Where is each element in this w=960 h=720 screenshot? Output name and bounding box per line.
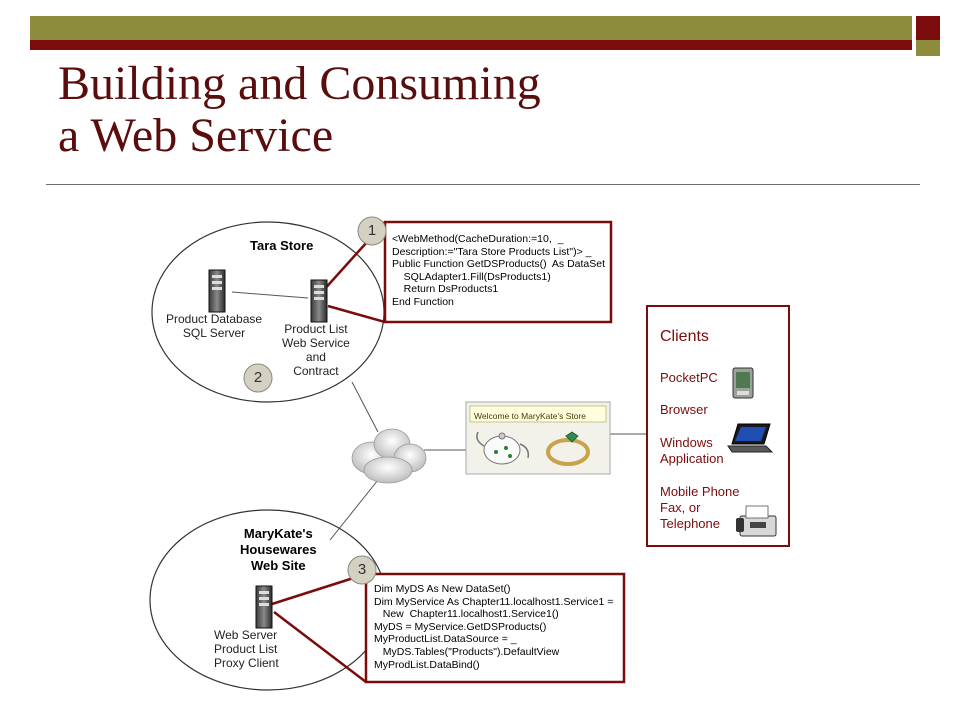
client-mobile-fax-telephone: Mobile Phone Fax, or Telephone bbox=[660, 484, 740, 532]
code-3-line-1: Dim MyDS As New DataSet() bbox=[374, 583, 511, 595]
slide-title-line-1: Building and Consuming bbox=[58, 57, 541, 110]
client-browser: Browser bbox=[660, 402, 708, 417]
network-connectors bbox=[231, 291, 646, 541]
step-badge-2-shape bbox=[243, 363, 273, 393]
callout-lines bbox=[271, 221, 386, 683]
code-3-line-5: MyProductList.DataSource = _ bbox=[374, 633, 517, 646]
code-1-line-3: Public Function GetDSProducts() As DataS… bbox=[392, 258, 606, 271]
web-service-label: Product List Web Service and Contract bbox=[282, 322, 350, 378]
code-1-line-5: Return DsProducts1 bbox=[392, 283, 499, 296]
clients-title: Clients bbox=[660, 328, 709, 345]
store-welcome-banner: Welcome to MaryKate's Store bbox=[474, 411, 587, 421]
laptop-icon bbox=[727, 423, 774, 453]
client-pocketpc: PocketPC bbox=[660, 370, 718, 385]
code-box-1: <WebMethod(CacheDuration:=10, _ Descript… bbox=[392, 233, 605, 309]
code-box-1-frame bbox=[383, 220, 613, 324]
step-badge-3-shape bbox=[347, 555, 377, 585]
callout-3-top bbox=[271, 572, 367, 606]
code-1-line-6: End Function bbox=[392, 295, 454, 308]
marykate-site-label-line-1: MaryKate's bbox=[243, 526, 313, 541]
code-1-line-2: Description:="Tara Store Products List")… bbox=[392, 245, 592, 258]
title-divider bbox=[46, 184, 920, 185]
code-3-line-6: MyDS.Tables("Products").DefaultView bbox=[374, 645, 560, 658]
client-windows-application: Windows Application bbox=[660, 435, 724, 467]
callout-1-bottom bbox=[327, 304, 386, 324]
tara-to-cloud-line bbox=[351, 381, 379, 433]
code-3-line-7: MyProdList.DataBind() bbox=[374, 658, 480, 671]
code-1-line-1: <WebMethod(CacheDuration:=10, _ bbox=[392, 233, 564, 245]
web-service-label-line-1: Product List bbox=[284, 322, 348, 336]
client-windows-line-2: Application bbox=[660, 451, 724, 466]
database-label-line-1: Product Database bbox=[166, 312, 263, 326]
db-to-service-line bbox=[231, 291, 309, 299]
corner-square-red bbox=[916, 16, 940, 40]
corner-square-olive bbox=[916, 40, 940, 56]
client-windows-line-1: Windows bbox=[660, 435, 713, 450]
store-window-icon bbox=[465, 401, 611, 475]
database-label-line-2: SQL Server bbox=[182, 326, 246, 340]
client-mobile-line-1: Mobile Phone bbox=[660, 484, 740, 499]
web-server-label-line-3: Proxy Client bbox=[214, 656, 279, 670]
ring-icon bbox=[546, 431, 590, 466]
header-bar-red bbox=[30, 40, 912, 50]
header-bar bbox=[30, 16, 912, 50]
marykate-site-label: MaryKate's Housewares Web Site bbox=[240, 526, 317, 574]
header-bar-olive bbox=[30, 16, 912, 40]
tara-store-label: Tara Store bbox=[250, 238, 314, 253]
web-server-label-line-1: Web Server bbox=[214, 628, 278, 642]
client-mobile-line-2: Fax, or bbox=[660, 500, 701, 515]
web-server-label-line-2: Product List bbox=[214, 642, 278, 656]
step-badge-2: 2 bbox=[253, 369, 263, 386]
web-service-label-line-2: Web Service bbox=[282, 336, 350, 350]
step-badge-3: 3 bbox=[357, 561, 367, 578]
web-service-server-icon bbox=[310, 279, 328, 323]
code-box-3-frame bbox=[364, 572, 626, 684]
marykate-site-label-line-3: Web Site bbox=[250, 558, 306, 573]
client-mobile-line-3: Telephone bbox=[660, 516, 720, 531]
code-1-line-4: SQLAdapter1.Fill(DsProducts1) bbox=[392, 270, 551, 283]
step-badge-1: 1 bbox=[367, 222, 377, 239]
callout-3-bottom bbox=[273, 611, 367, 683]
code-3-line-2: Dim MyService As Chapter11.localhost1.Se… bbox=[374, 595, 614, 608]
code-box-3: Dim MyDS As New DataSet() Dim MyService … bbox=[374, 583, 613, 671]
cloud-to-marykate-line bbox=[329, 479, 379, 541]
database-label: Product Database SQL Server bbox=[166, 312, 262, 340]
code-3-line-3: New Chapter11.localhost1.Service1() bbox=[374, 608, 559, 621]
database-server-icon bbox=[208, 269, 226, 313]
fax-phone-icon bbox=[736, 505, 777, 537]
internet-cloud-icon bbox=[351, 428, 427, 484]
slide-title: Building and Consuming a Web Service bbox=[58, 58, 541, 162]
web-service-label-line-4: Contract bbox=[293, 364, 339, 378]
slide-title-line-2: a Web Service bbox=[58, 109, 334, 162]
web-server-label: Web Server Product List Proxy Client bbox=[214, 628, 279, 670]
pocketpc-icon bbox=[732, 367, 754, 399]
web-service-label-line-3: and bbox=[305, 350, 326, 364]
teapot-icon bbox=[476, 431, 530, 465]
step-badge-1-shape bbox=[357, 216, 387, 246]
web-server-icon bbox=[255, 585, 273, 629]
code-3-line-4: MyDS = MyService.GetDSProducts() bbox=[374, 620, 547, 633]
marykate-site-label-line-2: Housewares bbox=[240, 542, 317, 557]
